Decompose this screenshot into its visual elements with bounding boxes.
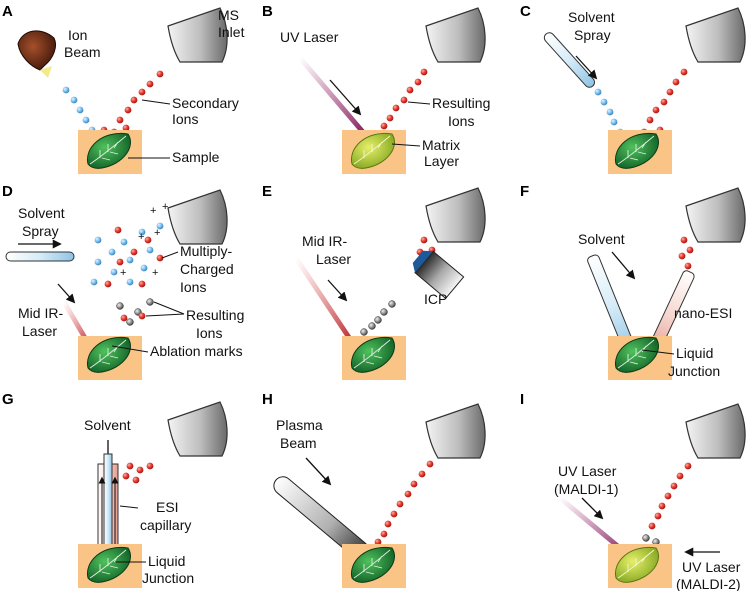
panel-c: C Solvent Spray <box>520 3 746 174</box>
charged-droplet-cloud: + + + + + + <box>90 201 168 288</box>
label-ms: MS <box>218 7 239 23</box>
label-ions-2: Ions <box>196 325 222 341</box>
panel-label-f: F <box>520 183 529 200</box>
label-multiply: Multiply- <box>180 243 232 259</box>
ms-inlet-icon <box>167 189 228 245</box>
label-laser: Laser <box>316 251 351 267</box>
ms-inlet-icon <box>685 7 746 63</box>
label-solvent: Solvent <box>578 231 625 247</box>
ms-inlet-icon <box>167 401 228 457</box>
label-spray: Spray <box>574 27 611 43</box>
label-spray: Spray <box>22 223 59 239</box>
label-charged: Charged <box>180 261 234 277</box>
panel-label-c: C <box>520 3 531 20</box>
solvent-capillary-icon <box>543 32 595 88</box>
ms-inlet-icon <box>425 7 486 63</box>
ms-inlet-icon <box>685 403 746 459</box>
laser-beam-icon <box>297 55 371 141</box>
panel-a: A Ion Beam MS Inlet Secondary Ions Sampl… <box>2 3 245 174</box>
esi-capillary-icon <box>97 453 119 565</box>
svg-text:+: + <box>152 267 158 279</box>
label-matrix: Matrix <box>422 137 460 153</box>
label-ablation: Ablation marks <box>150 343 243 359</box>
svg-text:+: + <box>150 205 156 217</box>
panel-g: G Solvent ESI capillary Liquid Junction <box>2 391 228 588</box>
svg-text:+: + <box>162 201 168 213</box>
label-laser: Laser <box>22 323 57 339</box>
label-maldi-1: (MALDI-1) <box>554 481 619 497</box>
solvent-capillary-icon <box>5 251 75 262</box>
label-junction: Junction <box>142 570 194 586</box>
panel-h: H Plasma Beam <box>262 391 486 588</box>
label-beam: Beam <box>280 435 317 451</box>
label-uv-laser: UV Laser <box>280 29 339 45</box>
label-nano-esi: nano-ESI <box>674 305 732 321</box>
svg-text:+: + <box>138 231 144 243</box>
label-secondary: Secondary <box>172 95 239 111</box>
label-mid-ir: Mid IR- <box>302 233 347 249</box>
label-esi: ESI <box>156 499 179 515</box>
label-beam: Beam <box>64 44 101 60</box>
label-capillary: capillary <box>140 517 191 533</box>
panel-label-h: H <box>262 391 273 408</box>
panel-label-e: E <box>262 183 272 200</box>
panel-label-b: B <box>262 3 273 20</box>
label-solvent: Solvent <box>568 9 615 25</box>
label-layer: Layer <box>424 153 459 169</box>
label-liquid: Liquid <box>676 345 713 361</box>
label-sample: Sample <box>172 149 220 165</box>
panel-e: E Mid IR- Laser ICP <box>262 183 486 380</box>
label-plasma: Plasma <box>276 417 323 433</box>
resulting-ion-stream <box>368 460 434 552</box>
label-ion: Ion <box>68 27 87 43</box>
label-maldi-2: (MALDI-2) <box>676 576 741 591</box>
panel-label-a: A <box>2 3 13 20</box>
ms-inlet-icon <box>425 403 486 459</box>
icp-torch-icon <box>412 250 465 300</box>
svg-text:+: + <box>120 267 126 279</box>
label-mid-ir: Mid IR- <box>18 305 63 321</box>
ion-beam-source-icon <box>17 30 57 78</box>
ms-inlet-icon <box>425 187 486 243</box>
panel-i: I UV Laser (MALDI-1) UV Laser (MALDI-2) <box>520 391 746 591</box>
svg-text:+: + <box>154 227 160 239</box>
panel-d: D Solvent Spray + + + + + + Multiply- Charg… <box>2 183 244 380</box>
label-uv-laser-1: UV Laser <box>558 463 617 479</box>
label-ions: Ions <box>448 113 474 129</box>
label-solvent: Solvent <box>18 205 65 221</box>
label-solvent: Solvent <box>84 417 131 433</box>
label-ions-1: Ions <box>180 279 206 295</box>
panel-label-g: G <box>2 391 14 408</box>
panel-f: F Solvent nano-ESI Liquid Junction <box>520 183 746 380</box>
resulting-ion-stream <box>678 236 694 270</box>
label-inlet: Inlet <box>218 24 245 40</box>
label-icp: ICP <box>424 291 447 307</box>
ablated-particle-stream <box>360 300 396 336</box>
label-ions: Ions <box>172 111 198 127</box>
panel-b: B UV Laser Resulting Ions Matrix Layer <box>262 3 490 174</box>
secondary-ion-stream <box>100 70 164 136</box>
panel-label-i: I <box>520 391 524 408</box>
resulting-ion-stream <box>122 462 154 484</box>
panel-label-d: D <box>2 183 13 200</box>
label-junction: Junction <box>668 363 720 379</box>
ablated-particle-stream <box>116 298 154 326</box>
label-resulting: Resulting <box>186 307 244 323</box>
laser-beam-icon <box>293 255 359 351</box>
label-liquid: Liquid <box>148 553 185 569</box>
arrow-laser <box>329 79 362 116</box>
label-resulting: Resulting <box>432 95 490 111</box>
ms-inlet-icon <box>685 187 746 243</box>
label-uv-laser-2: UV Laser <box>682 559 741 575</box>
